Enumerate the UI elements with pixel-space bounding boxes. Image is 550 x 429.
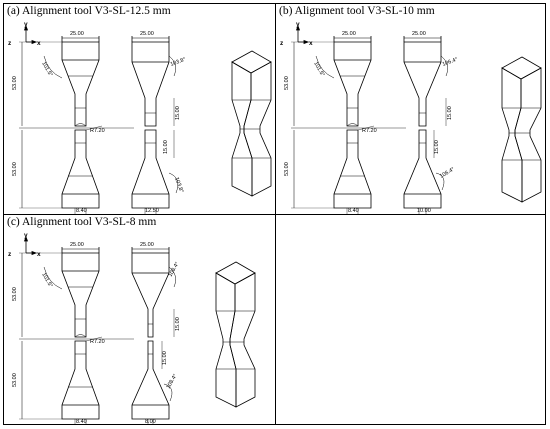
axis-z-label: z bbox=[8, 40, 12, 47]
front-height-bottom: 53.00 bbox=[284, 162, 290, 176]
panel-title: (c) Alignment tool V3-SL-8 mm bbox=[7, 216, 157, 228]
axis-z-label: z bbox=[8, 251, 12, 258]
panel-title: (b) Alignment tool V3-SL-10 mm bbox=[279, 5, 435, 17]
front-height-bottom: 53.00 bbox=[12, 373, 18, 387]
panel-empty bbox=[275, 214, 546, 425]
side-angle-bottom: 103.8° bbox=[173, 177, 184, 194]
side-gap-lower: 15.00 bbox=[162, 351, 168, 365]
side-gap-upper: 15.00 bbox=[175, 317, 181, 331]
front-radius: R7.20 bbox=[90, 339, 105, 345]
axis-x-label: x bbox=[309, 40, 313, 47]
front-angle: 101.5° bbox=[312, 61, 325, 78]
front-height-bottom: 53.00 bbox=[12, 162, 18, 176]
side-angle-bottom: 108.4° bbox=[166, 373, 179, 390]
side-gap-lower: 15.00 bbox=[163, 140, 169, 154]
side-gap-upper: 15.00 bbox=[175, 106, 181, 120]
axis-z-label: z bbox=[280, 40, 284, 47]
side-bottom-width: 8.00 bbox=[145, 419, 156, 425]
panel-b: (b) Alignment tool V3-SL-10 mm bbox=[275, 3, 546, 215]
front-height-top: 53.00 bbox=[284, 76, 290, 90]
front-bottom-width: 8.40 bbox=[348, 208, 359, 214]
side-angle-top: 108.4° bbox=[168, 261, 181, 278]
front-height-top: 53.00 bbox=[12, 76, 18, 90]
drawing-c: y z x 25.00 101.5° 53.00 R7.20 53.00 8.4… bbox=[8, 232, 256, 425]
side-bottom-width: 12.50 bbox=[145, 208, 159, 214]
front-top-width: 25.00 bbox=[70, 31, 84, 37]
figure-grid: (a) Alignment tool V3-SL-12.5 mm bbox=[3, 3, 546, 425]
axis-x-label: x bbox=[37, 40, 41, 47]
side-gap-lower: 15.00 bbox=[434, 140, 440, 154]
axis-y-label: y bbox=[24, 21, 28, 28]
side-angle-bottom: 106.4° bbox=[439, 167, 456, 180]
side-top-width: 25.00 bbox=[412, 31, 426, 37]
front-height-top: 53.00 bbox=[12, 287, 18, 301]
axis-y-label: y bbox=[24, 232, 28, 239]
front-bottom-width: 8.40 bbox=[76, 419, 87, 425]
panel-c: (c) Alignment tool V3-SL-8 mm bbox=[3, 214, 276, 425]
side-angle-top: 106.4° bbox=[442, 57, 459, 68]
drawing-b: y z x 25.00 101.5° 53.00 R7.20 53.00 8.4… bbox=[280, 21, 542, 214]
side-top-width: 25.00 bbox=[140, 31, 154, 37]
side-gap-upper: 15.00 bbox=[447, 106, 453, 120]
axis-x-label: x bbox=[37, 251, 41, 258]
front-radius: R7.20 bbox=[90, 128, 105, 134]
front-bottom-width: 8.40 bbox=[76, 208, 87, 214]
front-angle: 101.5° bbox=[40, 61, 53, 78]
front-radius: R7.20 bbox=[362, 128, 377, 134]
panel-a: (a) Alignment tool V3-SL-12.5 mm bbox=[3, 3, 276, 215]
front-angle: 101.5° bbox=[40, 272, 53, 289]
side-bottom-width: 10.00 bbox=[417, 208, 431, 214]
front-top-width: 25.00 bbox=[342, 31, 356, 37]
side-top-width: 25.00 bbox=[140, 242, 154, 248]
drawing-a: y z x 25.00 101.5° 53.00 R7.20 53.00 8.4… bbox=[8, 21, 272, 214]
front-top-width: 25.00 bbox=[70, 242, 84, 248]
side-angle-top: 103.8° bbox=[170, 57, 187, 68]
axis-y-label: y bbox=[296, 21, 300, 28]
panel-title: (a) Alignment tool V3-SL-12.5 mm bbox=[7, 5, 171, 17]
